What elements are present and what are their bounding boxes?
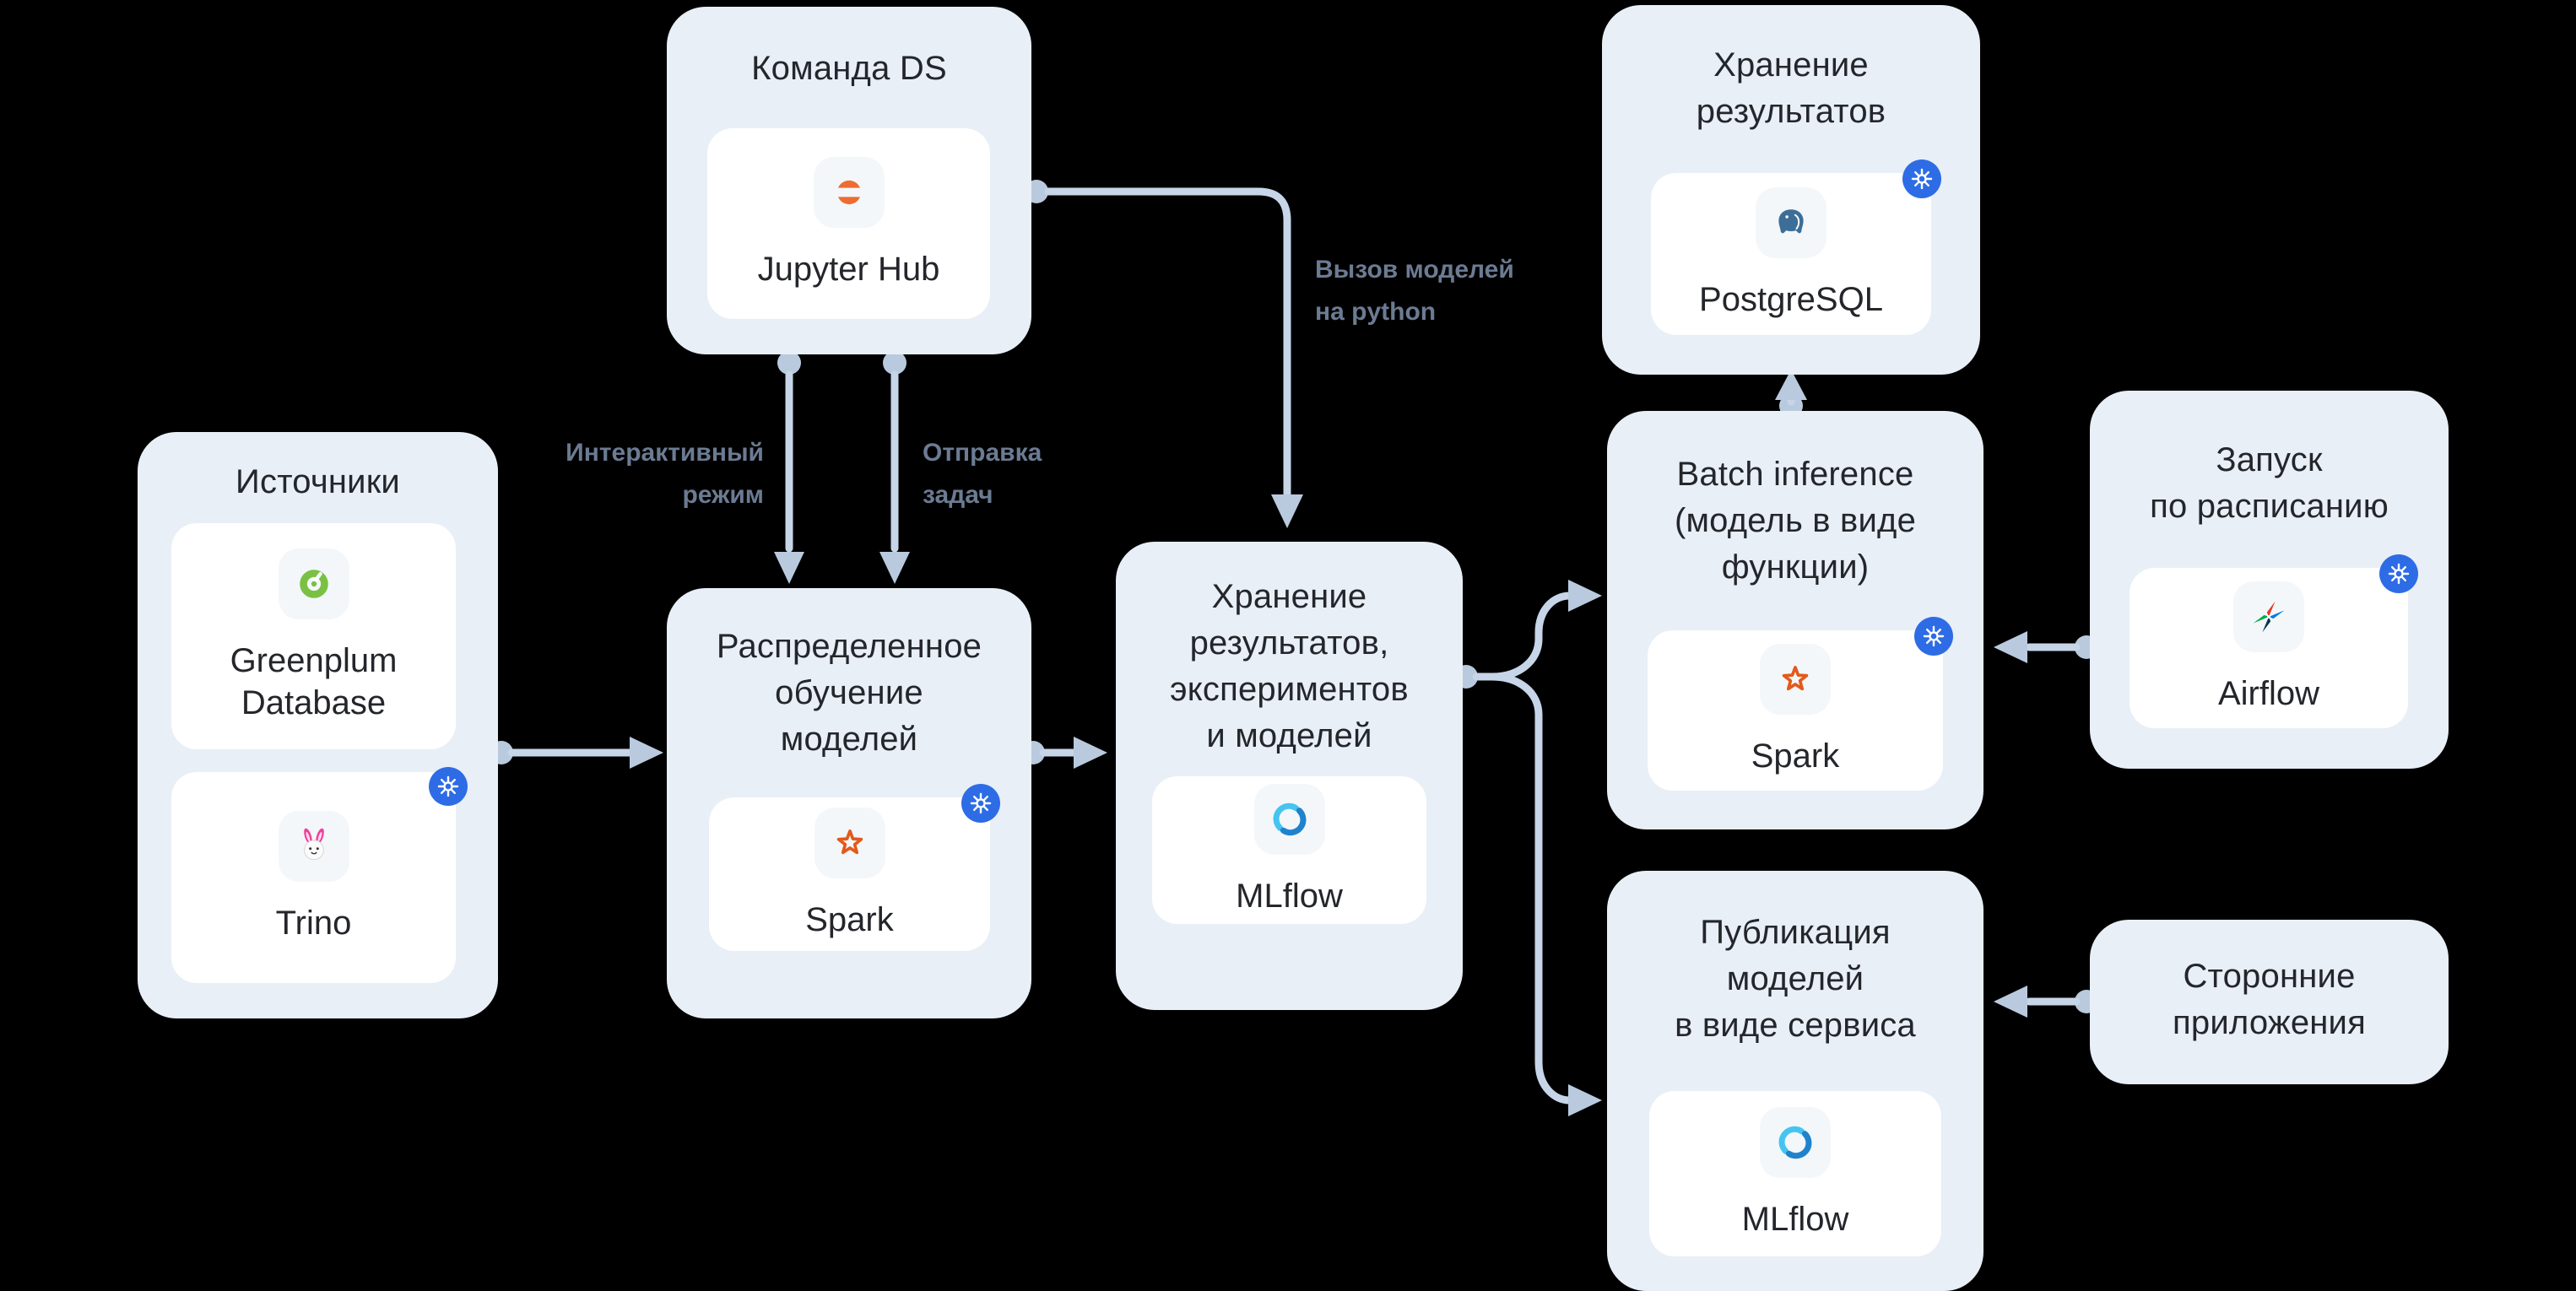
edge-storage-to-batch [1454,580,1602,689]
card-airflow[interactable]: Airflow [2130,554,2418,728]
kubernetes-icon [1902,159,1941,198]
edge-jupyter-to-storage [1025,180,1303,528]
kubernetes-icon [1914,617,1953,656]
spark-icon [1760,644,1831,715]
group-experiment-storage: Хранение результатов, экспериментов и мо… [1116,542,1463,1010]
group-results-storage: Хранение результатов [1602,5,1980,375]
postgresql-icon [1756,187,1826,258]
kubernetes-icon [2379,554,2418,593]
trino-icon [278,811,349,882]
greenplum-icon [278,548,349,619]
edge-storage-to-publishing [1488,673,1602,1116]
card-greenplum[interactable]: Greenplum Database [171,523,456,749]
edge-label-python-model-call: Вызов моделей на python [1315,256,1514,326]
group-model-publishing: Публикация моделей в виде сервиса MLflow [1607,871,1983,1291]
group-title: Команда DS [751,50,947,87]
group-batch-inference: Batch inference (модель в виде функции) [1607,411,1983,829]
kubernetes-icon [961,784,1000,823]
group-title: Хранение результатов, экспериментов и мо… [1170,578,1409,754]
card-label: Spark [1751,737,1840,775]
group-title: Сторонние приложения [2173,958,2366,1041]
edge-label-interactive-mode: Интерактивный режим [566,439,764,509]
group-scheduler: Запуск по расписанию [2090,391,2449,769]
edge-thirdparty-to-publishing [1994,986,2098,1018]
card-label: MLflow [1236,877,1343,915]
card-jupyter-hub[interactable]: Jupyter Hub [707,128,990,319]
edge-jupyter-to-training-interactive [774,351,804,584]
edge-jupyter-to-training-jobs [879,351,910,584]
group-title: Распределенное обучение моделей [716,628,982,758]
mlflow-icon [1760,1107,1831,1178]
card-spark-training[interactable]: Spark [709,784,1000,951]
group-sources: Источники Greenplum Database [138,432,498,1018]
group-third-party-apps: Сторонние приложения [2090,920,2449,1084]
card-mlflow-publishing[interactable]: MLflow [1649,1091,1941,1256]
group-title: Запуск по расписанию [2150,441,2389,525]
group-ds-team: Команда DS Jupyter Hub [667,7,1031,354]
card-spark-batch[interactable]: Spark [1648,617,1953,791]
card-mlflow-storage[interactable]: MLflow [1152,776,1426,924]
card-label: MLflow [1741,1201,1849,1238]
card-label: Jupyter Hub [757,251,940,288]
mlflow-icon [1253,783,1325,855]
airflow-icon [2233,581,2304,652]
edge-airflow-to-batch [1994,631,2098,663]
edge-label-job-submission: Отправка задач [923,439,1042,509]
card-label: Spark [805,901,894,938]
card-label: PostgreSQL [1699,281,1883,318]
jupyter-icon [813,157,885,228]
kubernetes-icon [429,767,468,806]
edge-sources-to-training [490,737,663,769]
edge-training-to-storage [1021,737,1107,769]
group-title: Публикация моделей в виде сервиса [1675,914,1916,1044]
group-title: Источники [235,463,400,500]
card-label: Airflow [2217,675,2320,712]
group-title: Batch inference (модель в виде функции) [1674,456,1917,586]
card-trino[interactable]: Trino [171,767,468,983]
group-distributed-training: Распределенное обучение моделей [667,588,1031,1018]
spark-icon [814,808,885,878]
card-label: Trino [275,905,352,942]
card-postgresql[interactable]: PostgreSQL [1651,159,1941,335]
group-title: Хранение результатов [1696,46,1886,130]
card-label: Greenplum Database [230,642,398,721]
